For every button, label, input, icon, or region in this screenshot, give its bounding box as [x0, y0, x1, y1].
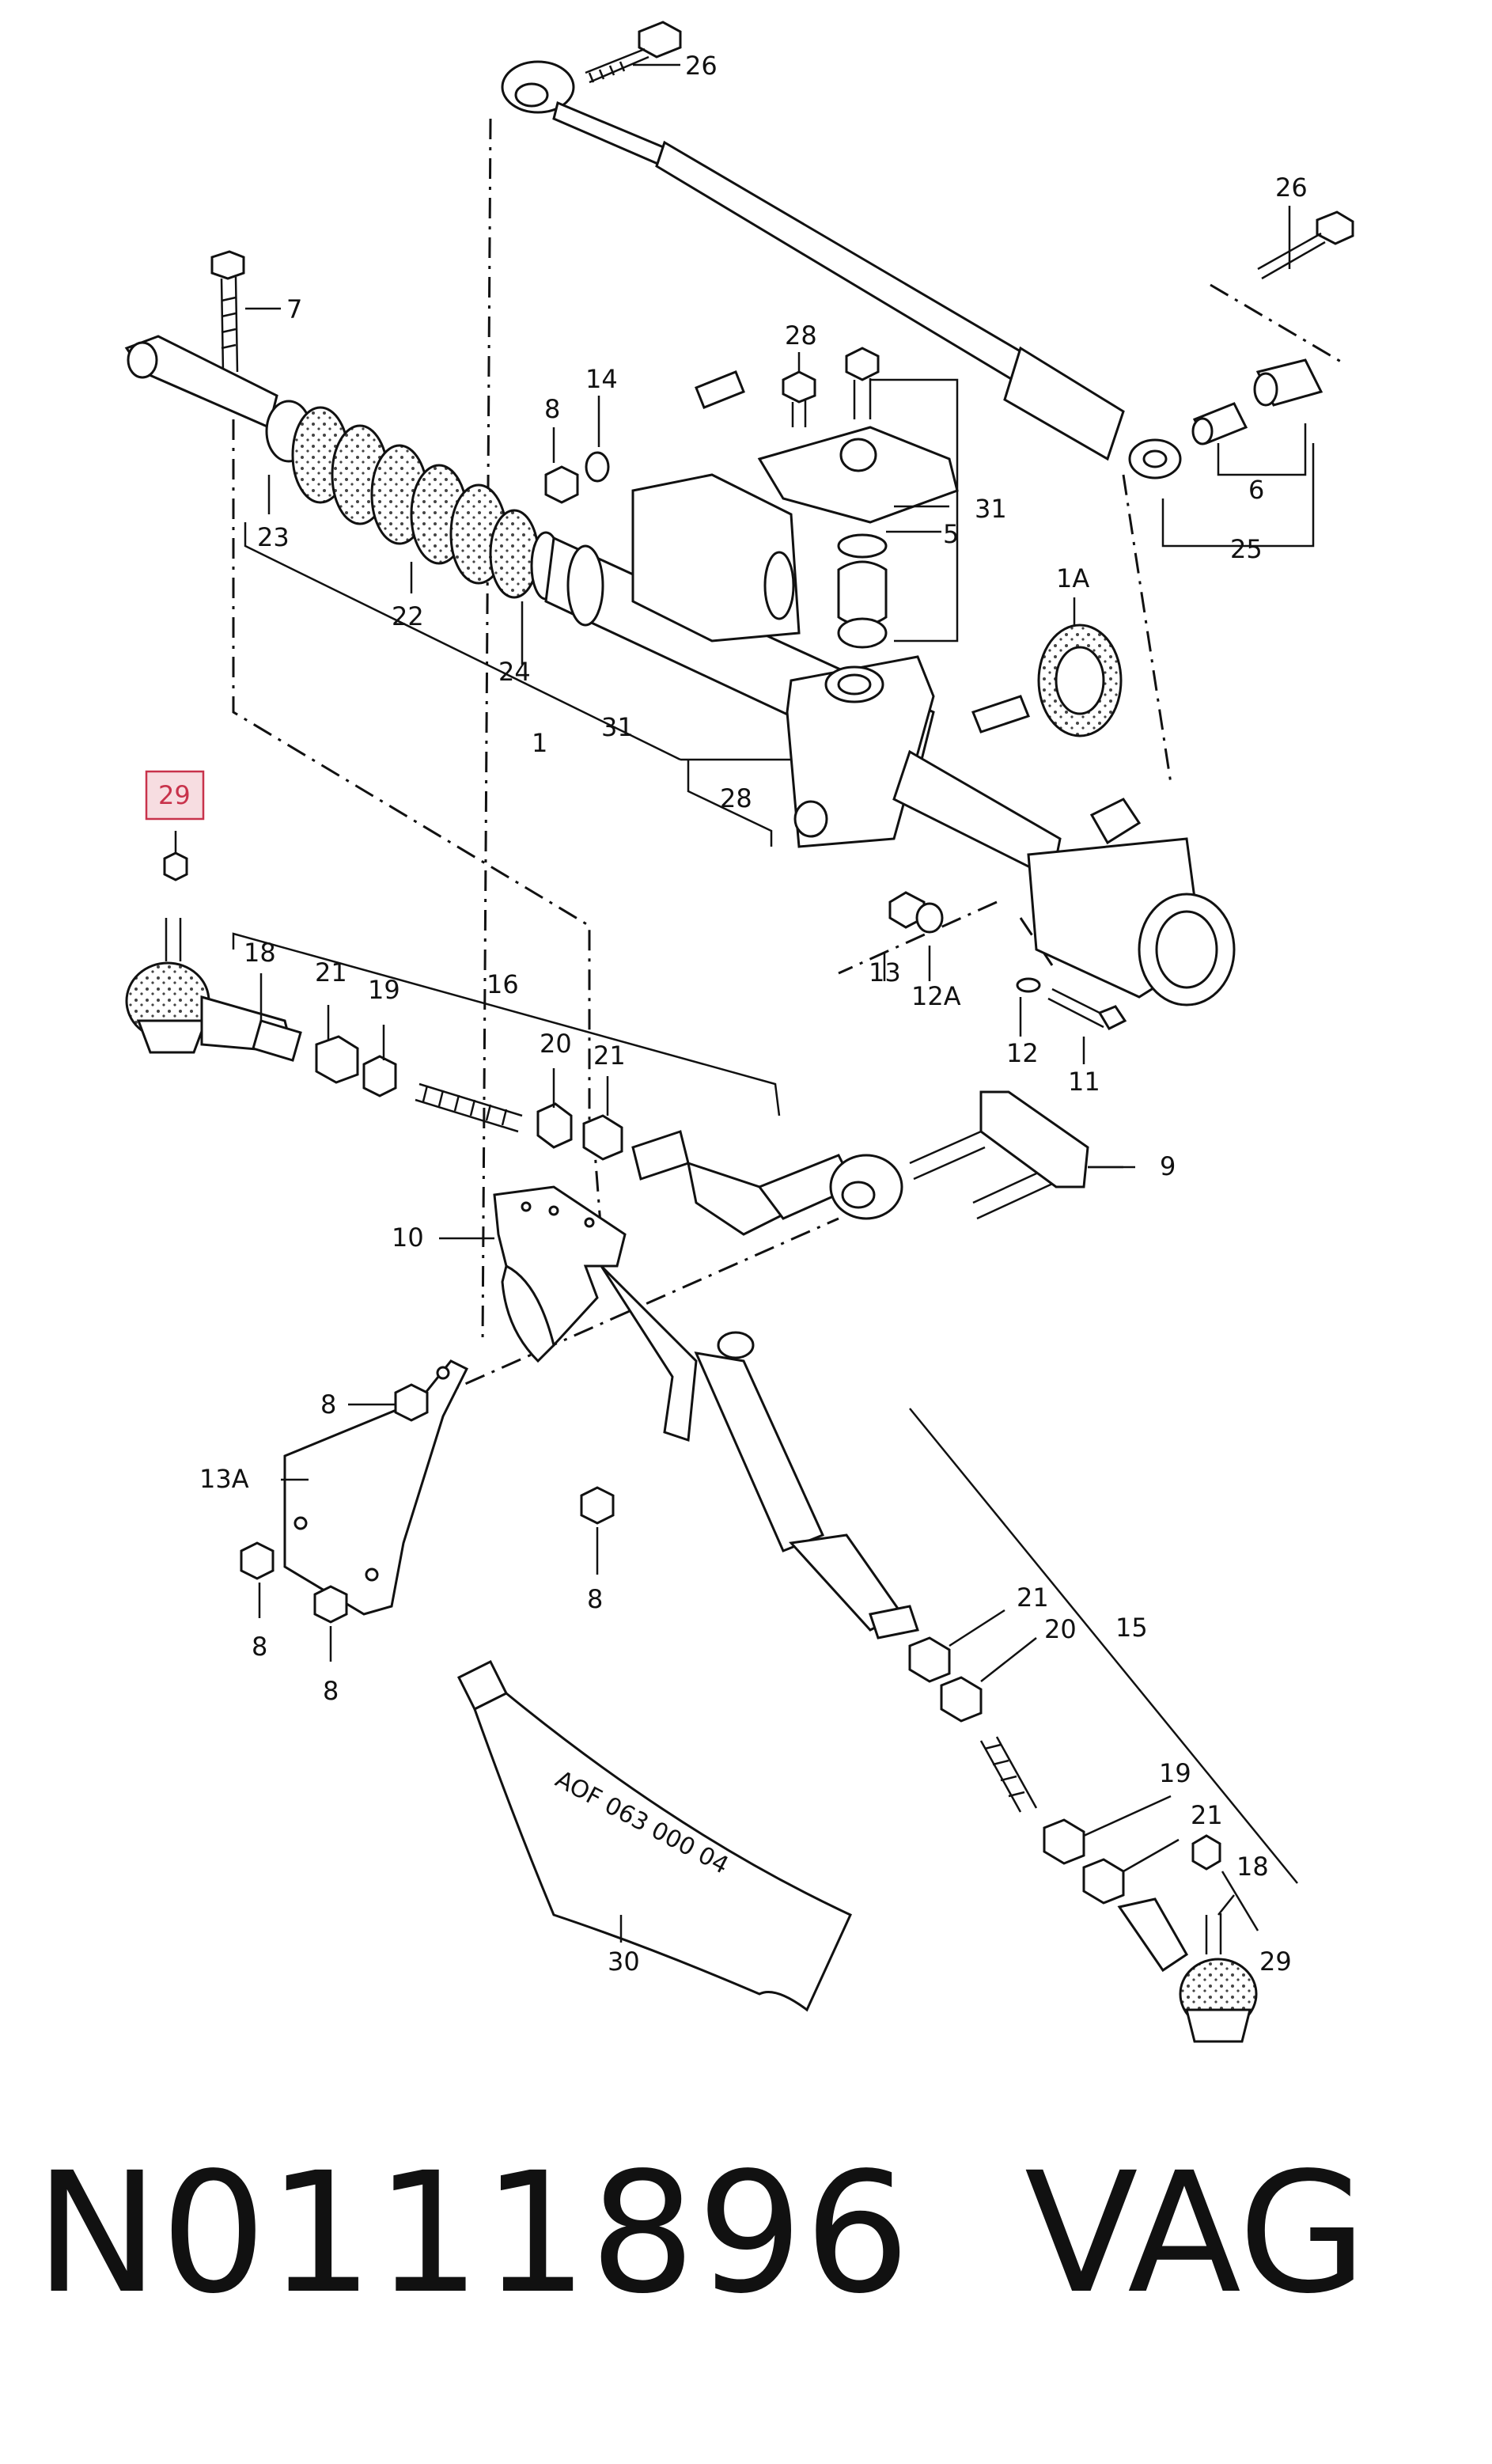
nut-21-mid [582, 1114, 623, 1161]
label-31: 31 [975, 494, 1007, 524]
bracket-15 [909, 1408, 1298, 1884]
steering-rack [124, 250, 1236, 1006]
label-23: 23 [257, 522, 290, 552]
bolt-7 [210, 250, 245, 373]
label-21-mid: 21 [593, 1041, 626, 1071]
label-10: 10 [392, 1223, 424, 1253]
bracket-10 [493, 1185, 698, 1442]
tie-rod-end-18-left [125, 918, 302, 1062]
bolt-26-right [1257, 210, 1354, 280]
label-12: 12 [1006, 1038, 1039, 1068]
bearing-1a [1037, 624, 1123, 737]
nut-21-left [315, 1035, 359, 1084]
label-13a: 13A [199, 1464, 249, 1494]
washer-12a [915, 902, 944, 934]
bracket-16 [232, 932, 781, 1116]
label-13: 13 [869, 957, 901, 987]
steering-rack-exploded-diagram: AOF 063 000 04 [124, 21, 1354, 2043]
highlight-box-29 [145, 770, 205, 821]
label-30: 30 [608, 1947, 640, 1977]
brand-text: VAG [1024, 2136, 1367, 2330]
label-26-top: 26 [685, 51, 718, 81]
label-22: 22 [392, 601, 424, 631]
label-18-right: 18 [1236, 1852, 1269, 1882]
label-28-top: 28 [785, 320, 817, 351]
bolt-26-top [585, 21, 682, 84]
label-5: 5 [943, 519, 959, 549]
label-1a: 1A [1056, 563, 1089, 593]
label-20-right: 20 [1044, 1614, 1077, 1644]
washer-20-right [940, 1676, 983, 1723]
label-19-right: 19 [1159, 1758, 1191, 1788]
label-6: 6 [1248, 475, 1264, 505]
label-28-bottom: 28 [720, 783, 752, 813]
label-14: 14 [585, 364, 618, 394]
label-29-right: 29 [1259, 1947, 1292, 1977]
label-21-right: 21 [1017, 1583, 1049, 1613]
label-25: 25 [1230, 534, 1263, 564]
part-number-text: N0111896 [35, 2136, 912, 2330]
label-31-bottom: 31 [601, 712, 634, 742]
bracket-6 [1217, 423, 1307, 476]
label-29-highlighted: 29 [158, 780, 191, 810]
washer-19-right [1043, 1818, 1085, 1865]
bracket-28b [687, 760, 773, 847]
label-15: 15 [1115, 1613, 1148, 1643]
nut-29-left [163, 851, 188, 881]
tie-rod-end-18-right [1117, 1897, 1258, 2043]
tie-rod-9 [631, 1090, 1089, 1236]
washer-19-left [362, 1055, 397, 1097]
bolt-11 [1047, 987, 1127, 1030]
label-9: 9 [1160, 1151, 1176, 1181]
bracket-1 [244, 522, 681, 761]
label-19-left: 19 [368, 975, 400, 1005]
cover-plate-31 [757, 347, 959, 649]
nut-29-right [1191, 1834, 1221, 1871]
boot-22 [291, 406, 540, 599]
label-18-left: 18 [244, 938, 276, 968]
label-1: 1 [532, 728, 547, 758]
label-12a: 12A [911, 981, 961, 1011]
label-7: 7 [286, 294, 302, 324]
bracket-13a [283, 1359, 469, 1616]
label-8-a: 8 [320, 1389, 336, 1420]
label-21-bottom: 21 [1191, 1800, 1223, 1830]
grease-tube-30: AOF 063 000 04 [456, 1659, 852, 2012]
label-26-right: 26 [1275, 172, 1308, 203]
upper-tie-rod [501, 21, 1182, 480]
bushing-6 [1191, 358, 1323, 445]
stud-16 [415, 1082, 523, 1133]
spring-pin-28 [695, 370, 745, 409]
label-8-c: 8 [323, 1676, 339, 1706]
nut-21-right [908, 1636, 951, 1683]
tie-rod-15 [694, 1331, 919, 1640]
label-24: 24 [498, 657, 531, 687]
part-labels: 26 26 7 28 14 8 31 5 1A 6 25 23 22 24 1 … [158, 51, 1308, 1977]
spring-washer-12 [1016, 977, 1041, 993]
label-8-d: 8 [587, 1584, 603, 1614]
label-21-left: 21 [315, 957, 347, 987]
label-16: 16 [487, 969, 519, 999]
leader-lines [174, 63, 1291, 1943]
nut-washer-8-14 [544, 451, 610, 504]
label-8-b: 8 [252, 1632, 267, 1662]
label-20-left: 20 [540, 1029, 572, 1059]
stud-right [979, 1736, 1038, 1813]
alignment-lines [232, 118, 1346, 1465]
bracket-25 [1161, 443, 1315, 548]
label-8-top: 8 [544, 394, 560, 424]
nut-8-row [240, 1383, 615, 1624]
label-11: 11 [1068, 1067, 1100, 1097]
nut-21-bottom [1082, 1858, 1125, 1905]
washer-20-left [536, 1102, 573, 1149]
